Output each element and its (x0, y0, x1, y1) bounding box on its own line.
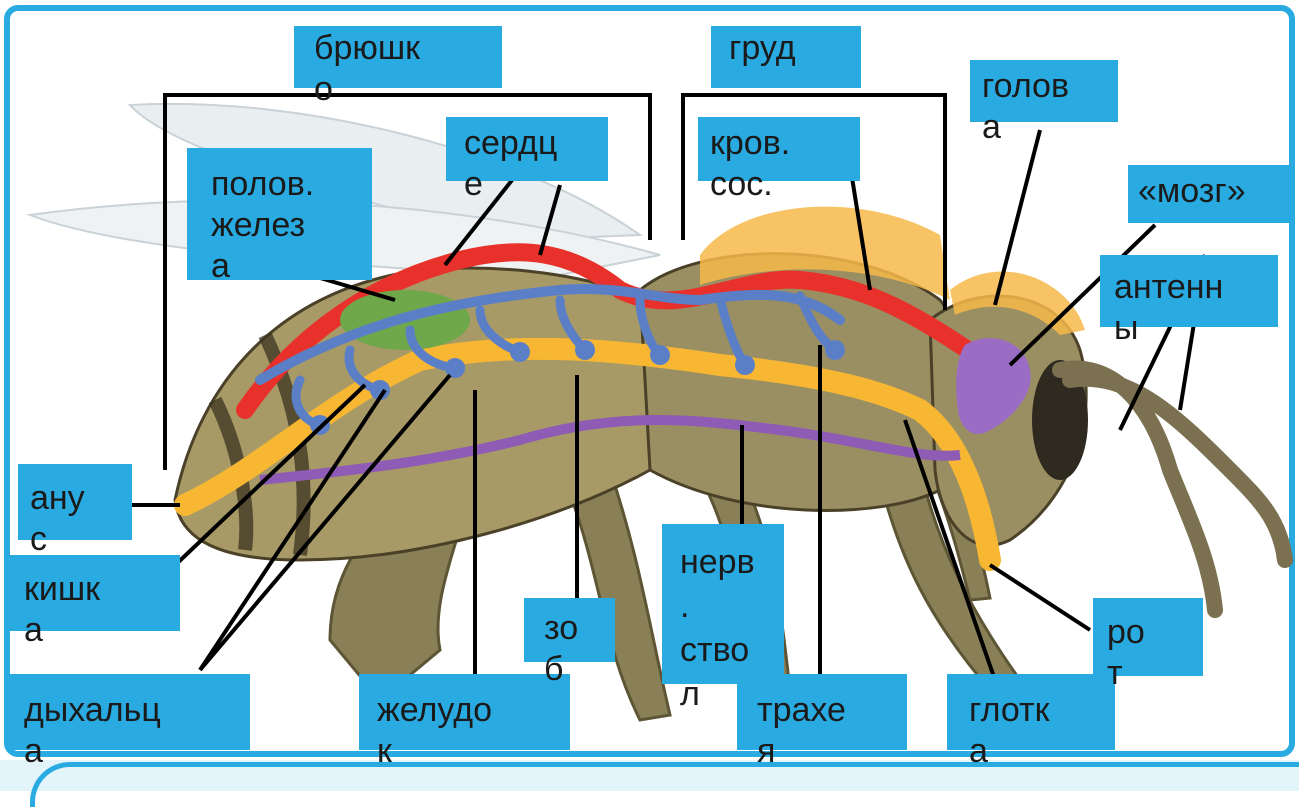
label-gonad: полов. желез а (187, 148, 372, 280)
label-anus: ану с (18, 464, 132, 540)
label-blood-vessel: кров. сос. (698, 117, 860, 181)
label-mouth: ро т (1093, 598, 1203, 676)
label-thorax: груд (711, 26, 861, 88)
label-intestine: кишк а (10, 555, 180, 631)
label-brain: «мозг» (1128, 165, 1290, 223)
label-head: голов а (970, 60, 1118, 122)
label-trachea: трахе я (737, 674, 907, 750)
label-abdomen: брюшк о (294, 26, 502, 88)
label-antennae: антенн ы (1100, 255, 1278, 327)
label-spiracles: дыхальц а (10, 674, 250, 750)
label-heart: сердц е (446, 117, 608, 181)
label-crop: зо б (524, 598, 615, 662)
label-nerve-cord: нерв . ство л (662, 524, 784, 684)
label-pharynx: глотк а (947, 674, 1115, 750)
